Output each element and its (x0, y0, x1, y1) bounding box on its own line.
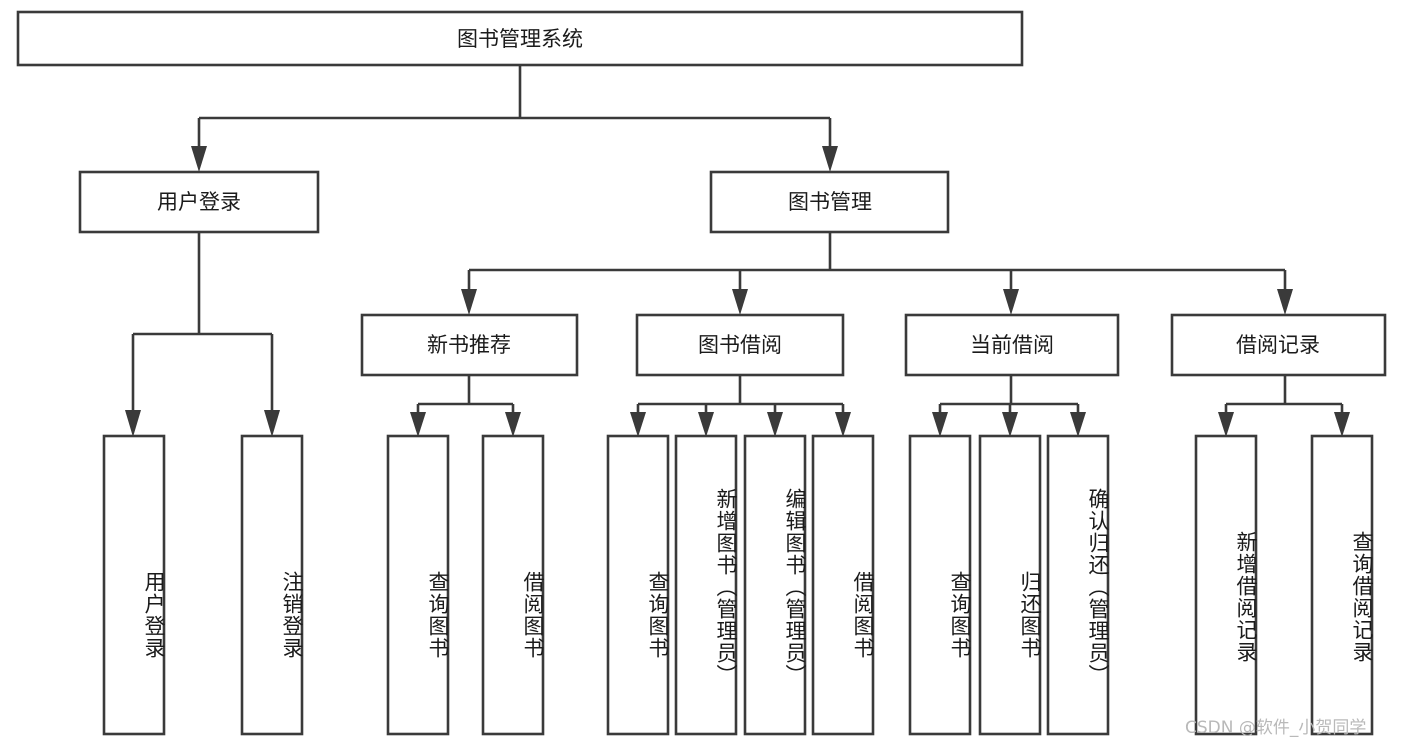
node-leaf-add-book-admin[interactable] (674, 434, 738, 736)
node-leaf-return-book[interactable] (978, 434, 1042, 736)
node-leaf-confirm-return-admin[interactable] (1046, 434, 1110, 736)
node-current-borrow[interactable]: 当前借阅 (904, 313, 1120, 377)
arrow-head-icon (822, 146, 838, 172)
arrow-head-icon (505, 412, 521, 437)
arrow-head-icon (1070, 412, 1086, 437)
node-new-book-recommend-label: 新书推荐 (427, 333, 511, 357)
node-root-label: 图书管理系统 (457, 27, 583, 51)
arrow-head-icon (1218, 412, 1234, 437)
connector-borrow-record-to-leaves (1218, 375, 1350, 437)
arrow-head-icon (698, 412, 714, 437)
node-leaf-borrow-book-1[interactable] (481, 434, 545, 736)
arrow-head-icon (125, 410, 141, 437)
node-borrow-record-label: 借阅记录 (1236, 333, 1320, 357)
node-book-management-label: 图书管理 (788, 190, 872, 214)
node-leaf-logout-login[interactable] (240, 434, 304, 736)
arrow-head-icon (767, 412, 783, 437)
arrow-head-icon (1002, 412, 1018, 437)
node-root[interactable]: 图书管理系统 (16, 10, 1024, 67)
node-book-borrow-label: 图书借阅 (698, 333, 782, 357)
connector-user-login-to-leaves (125, 232, 280, 437)
node-current-borrow-label: 当前借阅 (970, 333, 1054, 357)
arrow-head-icon (630, 412, 646, 437)
node-leaf-add-borrow-record[interactable] (1194, 434, 1258, 736)
node-leaf-query-book-1[interactable] (386, 434, 450, 736)
node-leaf-query-borrow-record[interactable] (1310, 434, 1374, 736)
connector-book-management-to-level3 (461, 232, 1293, 315)
arrow-head-icon (410, 412, 426, 437)
connector-new-book-recommend-to-leaves (410, 375, 521, 437)
node-leaf-query-book-2[interactable] (606, 434, 670, 736)
node-user-login[interactable]: 用户登录 (78, 170, 320, 234)
node-leaf-user-login[interactable] (102, 434, 166, 736)
csdn-watermark: CSDN @软件_小贺同学 (1185, 718, 1367, 738)
arrow-head-icon (732, 289, 748, 315)
arrow-head-icon (1277, 289, 1293, 315)
connector-book-borrow-to-leaves (630, 375, 851, 437)
node-borrow-record[interactable]: 借阅记录 (1170, 313, 1387, 377)
arrow-head-icon (835, 412, 851, 437)
node-leaf-borrow-book-2[interactable] (811, 434, 875, 736)
arrow-head-icon (264, 410, 280, 437)
arrow-head-icon (932, 412, 948, 437)
connector-root-to-level2 (191, 65, 838, 172)
node-new-book-recommend[interactable]: 新书推荐 (360, 313, 579, 377)
arrow-head-icon (1334, 412, 1350, 437)
arrow-head-icon (461, 289, 477, 315)
node-book-borrow[interactable]: 图书借阅 (635, 313, 845, 377)
arrow-head-icon (191, 146, 207, 172)
node-user-login-label: 用户登录 (157, 190, 241, 214)
node-leaf-query-book-3[interactable] (908, 434, 972, 736)
node-leaf-edit-book-admin[interactable] (743, 434, 807, 736)
arrow-head-icon (1003, 289, 1019, 315)
connector-current-borrow-to-leaves (932, 375, 1086, 437)
node-book-management[interactable]: 图书管理 (709, 170, 950, 234)
